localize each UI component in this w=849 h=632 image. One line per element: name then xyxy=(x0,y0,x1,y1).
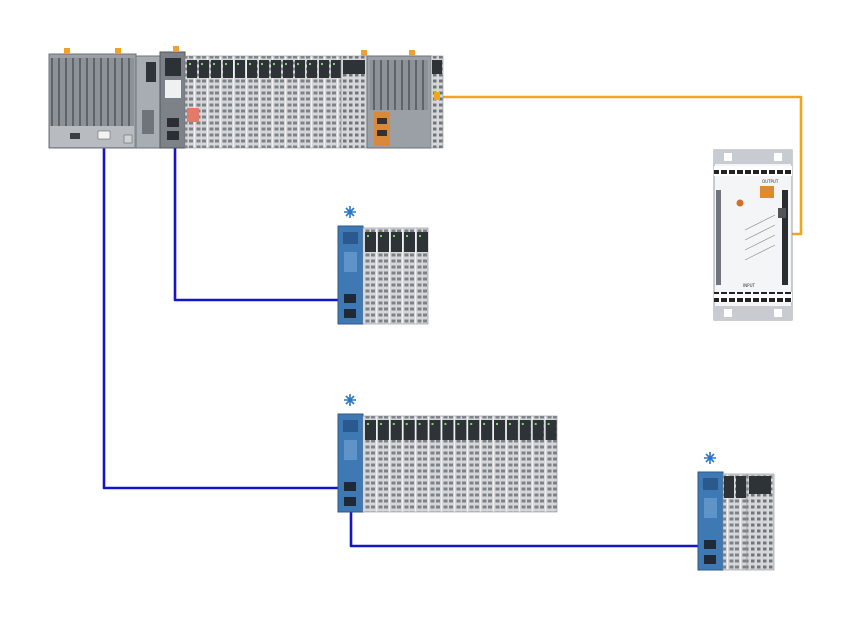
status-led xyxy=(321,63,323,65)
io-slice-head xyxy=(468,420,480,440)
network-sync-icon xyxy=(703,451,717,465)
status-led xyxy=(213,63,215,65)
io-slice-head xyxy=(331,60,341,78)
io-slice-head xyxy=(365,420,376,440)
io-slice-head xyxy=(545,420,557,440)
status-led xyxy=(367,423,369,425)
status-led xyxy=(249,63,251,65)
io-slice-head xyxy=(416,420,428,440)
status-led xyxy=(309,63,311,65)
status-led xyxy=(418,423,421,425)
status-led xyxy=(392,423,395,425)
io-slice-head xyxy=(247,60,257,78)
io-slice-head xyxy=(283,60,293,78)
io-slice-head xyxy=(271,60,281,78)
io-slice-head xyxy=(211,60,221,78)
io-slice-head xyxy=(378,232,389,252)
io-slice-head xyxy=(494,420,505,440)
io-slice-head xyxy=(390,420,402,440)
io-link-output-label: OUTPUT xyxy=(762,179,779,184)
status-led xyxy=(379,423,382,425)
io-slice-head xyxy=(481,420,493,440)
status-led xyxy=(405,423,408,425)
remote-io-station-3[interactable] xyxy=(697,471,775,571)
profinet-cable-controller-to-station-2 xyxy=(102,142,350,490)
status-led xyxy=(483,423,486,425)
io-slice-head xyxy=(506,420,518,440)
status-led xyxy=(547,423,550,425)
io-slice-head xyxy=(259,60,269,78)
io-slice-head xyxy=(307,60,317,78)
status-led xyxy=(189,63,191,65)
status-led xyxy=(333,63,335,65)
status-led xyxy=(521,423,524,425)
io-slice-head xyxy=(404,232,415,252)
io-slice-head xyxy=(532,420,544,440)
io-slice-head xyxy=(391,232,402,252)
main-controller[interactable] xyxy=(48,46,444,149)
io-slice-head xyxy=(295,60,305,78)
io-slice-head xyxy=(235,60,245,78)
network-sync-icon xyxy=(343,393,357,407)
status-led xyxy=(444,423,447,425)
status-led xyxy=(496,423,498,425)
status-led xyxy=(470,423,473,425)
remote-io-station-2[interactable] xyxy=(337,413,558,513)
io-slice-head xyxy=(199,60,209,78)
status-led xyxy=(419,235,421,237)
io-link-terminal-device[interactable] xyxy=(713,149,793,321)
status-led xyxy=(201,63,203,65)
io-slice-head xyxy=(442,420,454,440)
io-slice-head xyxy=(519,420,531,440)
network-sync-icon xyxy=(343,205,357,219)
io-slice-head xyxy=(187,60,197,78)
status-led xyxy=(380,235,382,237)
status-led xyxy=(534,423,537,425)
io-link-input-label: INPUT xyxy=(743,283,756,288)
status-led xyxy=(285,63,287,65)
io-slice-head xyxy=(319,60,329,78)
status-led xyxy=(297,63,299,65)
status-led xyxy=(225,63,227,65)
profinet-cable-controller-to-station-1 xyxy=(173,142,350,302)
io-slice-head xyxy=(223,60,233,78)
status-led xyxy=(273,63,275,65)
status-led xyxy=(406,235,408,237)
io-link-cable xyxy=(441,95,803,236)
remote-io-station-1[interactable] xyxy=(337,225,429,325)
status-led xyxy=(367,235,369,237)
io-slice-head xyxy=(377,420,389,440)
status-led xyxy=(457,423,460,425)
status-led xyxy=(431,423,434,425)
status-led xyxy=(237,63,239,65)
status-led xyxy=(393,235,395,237)
status-led xyxy=(261,63,263,65)
status-led xyxy=(508,423,511,425)
profinet-cable-station-2-to-station-3 xyxy=(349,505,710,548)
io-slice-head xyxy=(403,420,415,440)
io-slice-head xyxy=(365,232,376,252)
io-slice-head xyxy=(429,420,441,440)
io-slice-head xyxy=(417,232,428,252)
io-slice-head xyxy=(455,420,467,440)
